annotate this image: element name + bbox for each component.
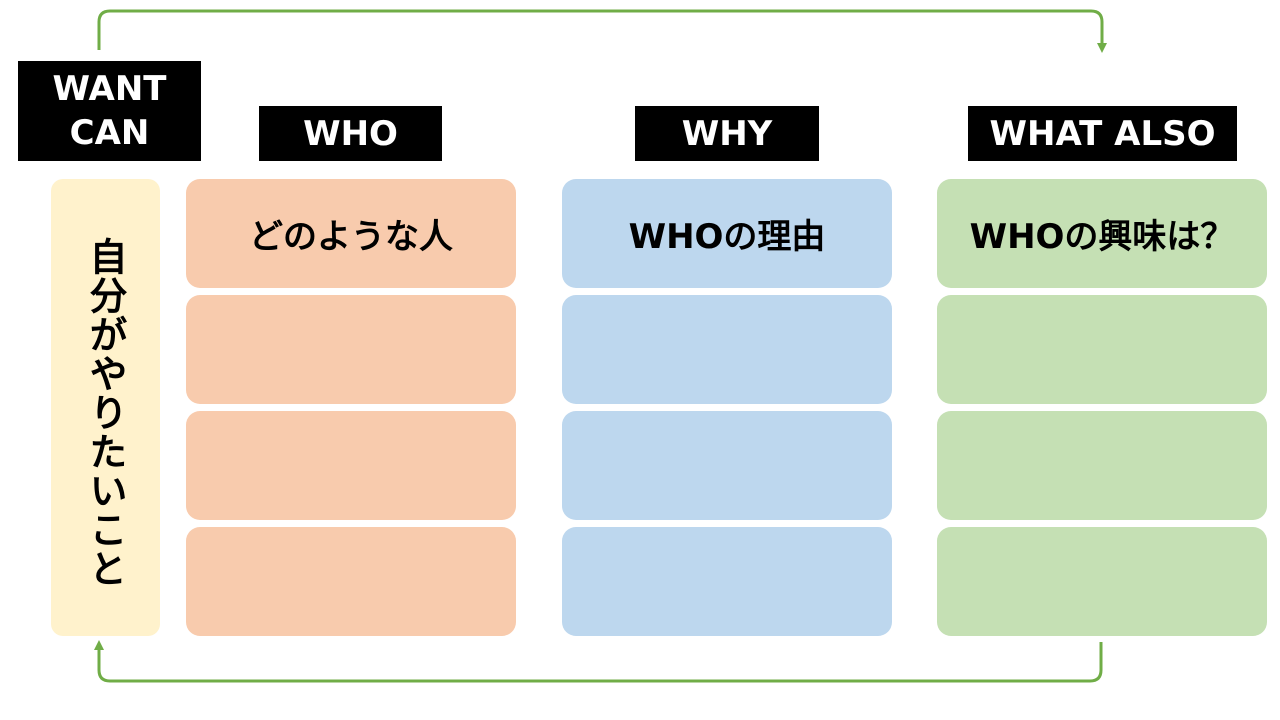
what-also-cell-3 xyxy=(937,411,1267,520)
who-cell-4 xyxy=(186,527,516,636)
what-also-cell-1: WHOの興味は？ xyxy=(937,179,1267,288)
want-column: 自分がやりたいこと xyxy=(51,179,160,636)
why-cell-1: WHOの理由 xyxy=(562,179,892,288)
what-also-cell-2 xyxy=(937,295,1267,404)
what-also-label: WHAT ALSO xyxy=(968,106,1237,161)
why-label: WHY xyxy=(635,106,819,161)
bottom-arrow xyxy=(94,640,1103,683)
top-arrow xyxy=(97,9,1107,53)
want-label: WANT xyxy=(52,69,167,109)
what-also-cell-4 xyxy=(937,527,1267,636)
why-cell-4 xyxy=(562,527,892,636)
want-can-label: WANT CAN xyxy=(18,61,201,161)
why-cell-2 xyxy=(562,295,892,404)
why-cell-3 xyxy=(562,411,892,520)
who-cell-2 xyxy=(186,295,516,404)
can-label: CAN xyxy=(69,113,150,153)
who-cell-3 xyxy=(186,411,516,520)
who-label: WHO xyxy=(259,106,442,161)
want-column-text: 自分がやりたいこと xyxy=(83,237,127,588)
who-cell-1: どのような人 xyxy=(186,179,516,288)
